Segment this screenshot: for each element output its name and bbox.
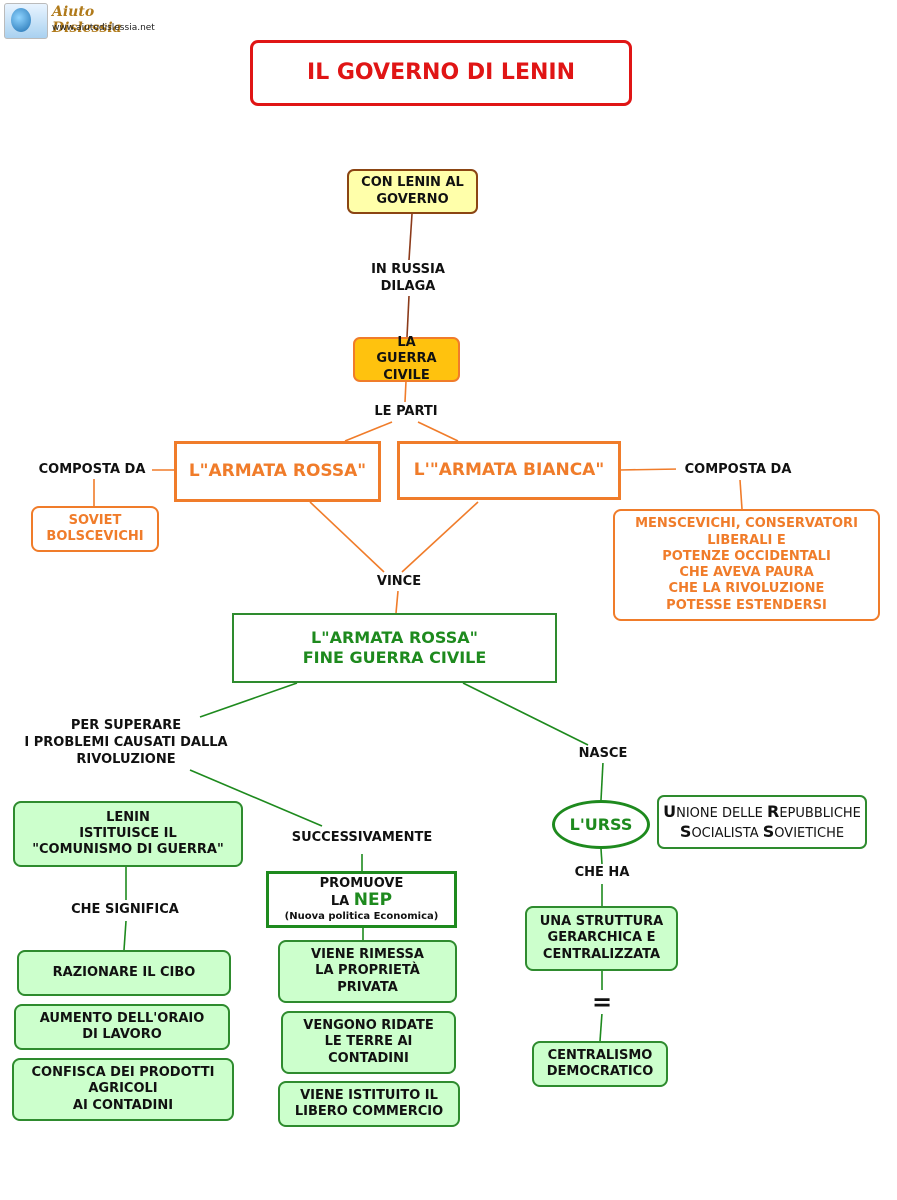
connector-line (462, 682, 589, 746)
node-terre-contadini: VENGONO RIDATE LE TERRE AI CONTADINI (281, 1011, 456, 1074)
node-guerra-civile: LA GUERRA CIVILE (353, 335, 460, 383)
node-soviet-bolscevichi: SOVIET BOLSCEVICHI (31, 506, 159, 552)
connector-line (739, 479, 743, 510)
connector-line (619, 468, 681, 471)
node-menscevichi: MENSCEVICHI, CONSERVATORI LIBERALI E POT… (613, 509, 880, 621)
link-composta-da-left: COMPOSTA DA (32, 462, 152, 479)
node-confisca: CONFISCA DEI PRODOTTI AGRICOLI AI CONTAD… (12, 1058, 234, 1121)
connector-line (401, 501, 479, 573)
node-urss: L'URSS (552, 800, 650, 849)
connector-line (406, 295, 410, 338)
node-lenin-governo: CON LENIN AL GOVERNO (347, 169, 478, 214)
connector-line (199, 682, 298, 718)
connector-line (189, 769, 323, 827)
node-libero-commercio: VIENE ISTITUITO IL LIBERO COMMERCIO (278, 1081, 460, 1127)
connector-line (395, 590, 399, 614)
nep-highlight: NEP (353, 890, 393, 911)
node-centralismo-democratico: CENTRALISMO DEMOCRATICO (532, 1041, 668, 1087)
node-armata-bianca: L'"ARMATA BIANCA" (397, 441, 621, 500)
connector-line (344, 421, 393, 442)
link-vince: VINCE (366, 574, 432, 591)
connector-line (309, 501, 385, 573)
node-fine-guerra: L"ARMATA ROSSA" FINE GUERRA CIVILE (232, 613, 557, 683)
connector-line (600, 848, 603, 865)
link-nasce: NASCE (572, 746, 634, 763)
link-composta-da-right: COMPOSTA DA (676, 462, 800, 479)
page-title: IL GOVERNO DI LENIN (250, 40, 632, 106)
node-nep: PROMUOVE LA NEP (Nuova politica Economic… (266, 871, 457, 928)
logo-title: Aiuto Dislessia (52, 4, 122, 36)
link-per-superare: PER SUPERARE I PROBLEMI CAUSATI DALLA RI… (10, 718, 242, 769)
connector-line (600, 761, 604, 801)
link-in-russia-dilaga: IN RUSSIA DILAGA (360, 262, 456, 296)
node-razionare: RAZIONARE IL CIBO (17, 950, 231, 996)
site-logo[interactable]: Aiuto Dislessia www.aiutodislessia.net (4, 3, 164, 39)
link-successivamente: SUCCESSIVAMENTE (278, 830, 446, 847)
node-aumento-orario: AUMENTO DELL'ORAIO DI LAVORO (14, 1004, 230, 1050)
node-comunismo-di-guerra: LENIN ISTITUISCE IL "COMUNISMO DI GUERRA… (13, 801, 243, 867)
node-struttura-gerarchica: UNA STRUTTURA GERARCHICA E CENTRALIZZATA (525, 906, 678, 971)
link-che-ha: CHE HA (566, 865, 638, 882)
connector-line (408, 213, 413, 261)
globe-book-icon (4, 3, 48, 39)
link-che-significa: CHE SIGNIFICA (58, 902, 192, 919)
node-proprieta-privata: VIENE RIMESSA LA PROPRIETÀ PRIVATA (278, 940, 457, 1003)
connector-line (599, 1012, 603, 1042)
link-le-parti: LE PARTI (362, 404, 450, 421)
equals-sign: = (588, 990, 616, 1014)
connector-line (417, 421, 459, 442)
node-urss-definizione: UNIONE DELLE REPUBBLICHE SOCIALISTA SOVI… (657, 795, 867, 849)
connector-line (123, 920, 127, 951)
node-armata-rossa: L"ARMATA ROSSA" (174, 441, 381, 502)
connector-line (404, 380, 407, 403)
logo-url: www.aiutodislessia.net (52, 23, 155, 33)
